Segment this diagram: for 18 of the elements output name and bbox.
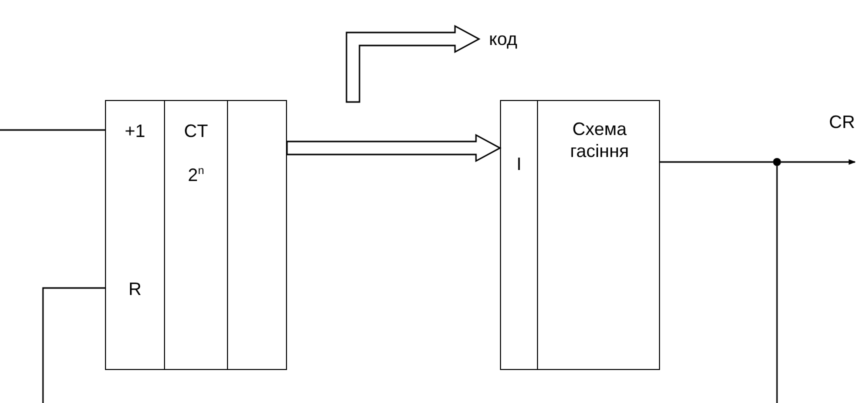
section-text: 2$^{n}$ <box>186 164 206 186</box>
section-text: CT <box>183 120 209 142</box>
bus-arrow <box>286 134 502 162</box>
bus-label: код <box>489 28 518 50</box>
signal-line <box>776 166 778 403</box>
section-text: +1 <box>124 120 146 142</box>
section-text: I <box>515 153 522 175</box>
signal-name: CR <box>829 111 855 133</box>
bus-arrow <box>346 24 480 103</box>
signal-line <box>42 287 105 403</box>
arrow <box>781 159 856 165</box>
section-text: Схема гасіння <box>569 118 630 162</box>
counter-block <box>105 100 287 370</box>
signal-line <box>0 129 105 131</box>
signal-line <box>660 161 773 163</box>
section-text: R <box>128 278 142 300</box>
logic-block <box>500 100 660 370</box>
junction-dot <box>773 158 781 166</box>
